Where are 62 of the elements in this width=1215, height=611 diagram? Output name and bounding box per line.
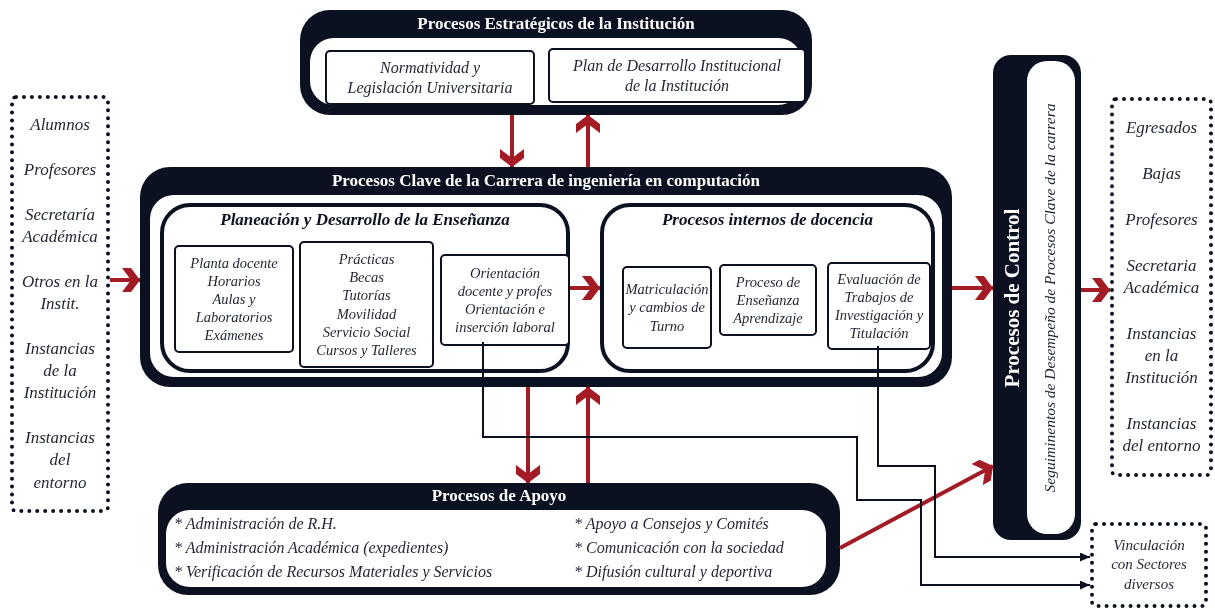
list-item: Instancias del entorno [1122, 412, 1201, 457]
process-box [548, 48, 806, 103]
list-item: Secretaría Académica [22, 204, 98, 249]
list-item: * Difusión cultural y deportiva [574, 563, 773, 581]
entity-list [10, 95, 110, 513]
list-item: * Comunicación con la sociedad [574, 539, 784, 557]
list-item: Vinculación con Sectores diversos [1110, 535, 1188, 594]
box-text: Tutorías [342, 286, 391, 305]
box-text: Plan de Desarrollo Institucional de la Institución [572, 55, 782, 96]
process-group [158, 483, 840, 595]
process-box [440, 254, 570, 346]
frame-heading: Procesos internos de docencia [660, 210, 875, 230]
process-frame [160, 203, 570, 373]
process-group [140, 167, 952, 387]
box-text: Proceso de Enseñanza Aprendizaje [731, 272, 804, 328]
process-frame [600, 203, 935, 373]
box-text: Aulas y Laboratorios [194, 289, 274, 327]
entity-list [1090, 522, 1208, 608]
process-box [622, 266, 712, 349]
box-text: Prácticas [338, 250, 395, 269]
connector-arrow [482, 341, 1091, 590]
box-text: Evaluación de Trabajos de Investigación y Titulación [833, 269, 925, 343]
list-item: Bajas [1142, 162, 1181, 185]
frame-heading: Planeación y Desarrollo de la Enseñanza [219, 210, 511, 230]
box-text: Horarios [207, 271, 261, 290]
box-text: Normatividad y Legislación Universitaria [346, 57, 514, 98]
list-item: * Administración de R.H. [174, 515, 337, 533]
list-item: Alumnos [30, 114, 90, 137]
group-heading: Procesos Clave de la Carrera de ingeniería en computación [330, 171, 762, 191]
box-text: Orientación e inserción laboral [454, 300, 556, 337]
group-heading: Procesos Estratégicos de la Institución [416, 14, 696, 34]
list-item: Profesores [1125, 208, 1198, 231]
list-item: Egresados [1125, 116, 1198, 139]
box-text: Movilidad [336, 304, 397, 323]
list-item: Otros en la Instit. [22, 271, 98, 316]
list-item: Instancias del entorno [24, 427, 96, 494]
list-item: Secretaria Académica [1122, 254, 1201, 299]
connector-arrow [877, 345, 1091, 562]
process-group [300, 10, 812, 115]
control-subtitle: Seguiminentos de Desempeño de Procesos Clave de la carrera [1041, 103, 1059, 492]
entity-list [1110, 97, 1213, 477]
process-box [827, 262, 931, 350]
process-box [719, 264, 817, 336]
box-text: Planta docente [190, 253, 278, 272]
box-text: Becas [349, 268, 384, 287]
process-box [299, 241, 434, 368]
list-item: Profesores [23, 159, 97, 182]
box-text: Servicio Social [322, 322, 411, 341]
box-text: Cursos y Talleres [316, 340, 417, 359]
control-column [993, 55, 1081, 540]
list-item: * Administración Académica (expedientes) [174, 539, 449, 557]
control-heading: Procesos de Control [999, 208, 1025, 387]
list-item: Instancias de la Institución [22, 338, 98, 405]
list-item: Instancias en la Institución [1124, 322, 1199, 389]
list-item: * Verificación de Recursos Materiales y Servicios [174, 563, 493, 581]
process-box [325, 50, 535, 105]
list-item: * Apoyo a Consejos y Comités [574, 515, 769, 533]
process-box [174, 245, 294, 353]
box-text: Exámenes [204, 326, 264, 345]
group-heading: Procesos de Apoyo [430, 486, 568, 506]
box-text: Matriculación y cambios de Turno [625, 280, 709, 335]
box-text: Orientación docente y profes [456, 263, 554, 300]
